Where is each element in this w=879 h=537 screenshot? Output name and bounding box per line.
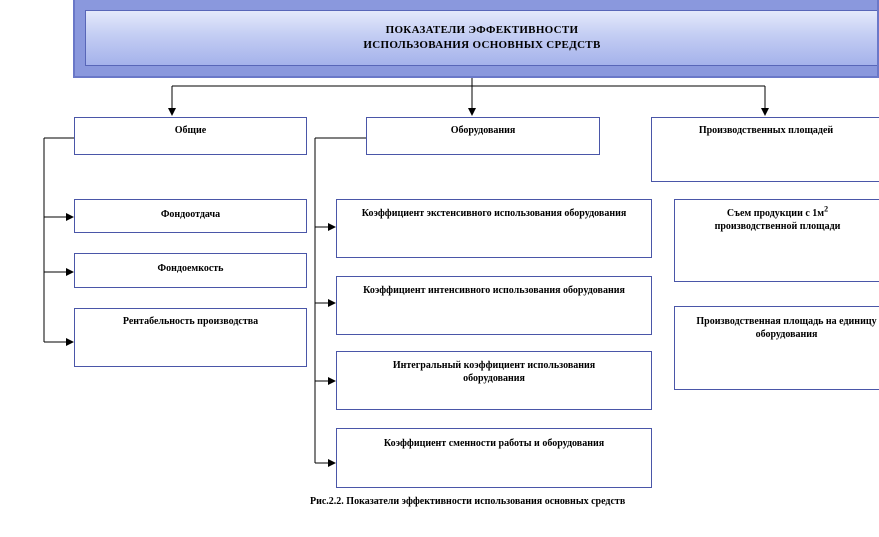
general-item-label: Фондоотдача xyxy=(160,209,221,220)
category-general: Общие xyxy=(74,117,307,155)
equipment-item-label: Коэффициент интенсивного использования о… xyxy=(363,285,625,296)
category-production-area: Производственных площадей xyxy=(651,117,879,182)
title-line-2: ИСПОЛЬЗОВАНИЯ ОСНОВНЫХ СРЕДСТВ xyxy=(363,39,601,51)
general-item-label: Рентабельность производства xyxy=(122,316,259,327)
title-line-1: ПОКАЗАТЕЛИ ЭФФЕКТИВНОСТИ xyxy=(385,24,579,36)
area-item-label-superscript: 2 xyxy=(824,204,829,214)
general-item-production-profitability: Рентабельность производства xyxy=(74,308,307,367)
category-production-area-label: Производственных площадей xyxy=(698,125,834,136)
general-item-capital-productivity: Фондоотдача xyxy=(74,199,307,233)
equipment-item-shift-coefficient: Коэффициент сменности работы и оборудова… xyxy=(336,428,652,488)
equipment-item-intensive-coefficient: Коэффициент интенсивного использования о… xyxy=(336,276,652,335)
title-banner: ПОКАЗАТЕЛИ ЭФФЕКТИВНОСТИ ИСПОЛЬЗОВАНИЯ О… xyxy=(73,0,879,78)
area-item-label-prefix: Съем продукции с 1м xyxy=(726,208,825,219)
general-item-label: Фондоемкость xyxy=(157,263,224,274)
area-item-area-per-equipment: Производственная площадь на единицу обор… xyxy=(674,306,879,390)
area-item-label: Производственная площадь на единицу обор… xyxy=(696,316,877,340)
equipment-item-extensive-coefficient: Коэффициент экстенсивного использования … xyxy=(336,199,652,258)
category-general-label: Общие xyxy=(174,125,207,136)
area-item-output-per-sqm: Съем продукции с 1м2 производственной пл… xyxy=(674,199,879,282)
category-equipment-label: Оборудования xyxy=(450,125,516,136)
equipment-item-label: Коэффициент экстенсивного использования … xyxy=(361,208,627,219)
equipment-item-integral-coefficient: Интегральный коэффициент использования о… xyxy=(336,351,652,410)
equipment-item-label: Коэффициент сменности работы и оборудова… xyxy=(383,438,605,449)
title-panel: ПОКАЗАТЕЛИ ЭФФЕКТИВНОСТИ ИСПОЛЬЗОВАНИЯ О… xyxy=(85,10,877,66)
equipment-item-label: Интегральный коэффициент использования о… xyxy=(392,360,596,384)
category-equipment: Оборудования xyxy=(366,117,600,155)
general-item-capital-intensity: Фондоемкость xyxy=(74,253,307,288)
area-item-label-suffix: производственной площади xyxy=(714,221,841,232)
figure-caption: Рис.2.2. Показатели эффективности исполь… xyxy=(310,496,626,507)
